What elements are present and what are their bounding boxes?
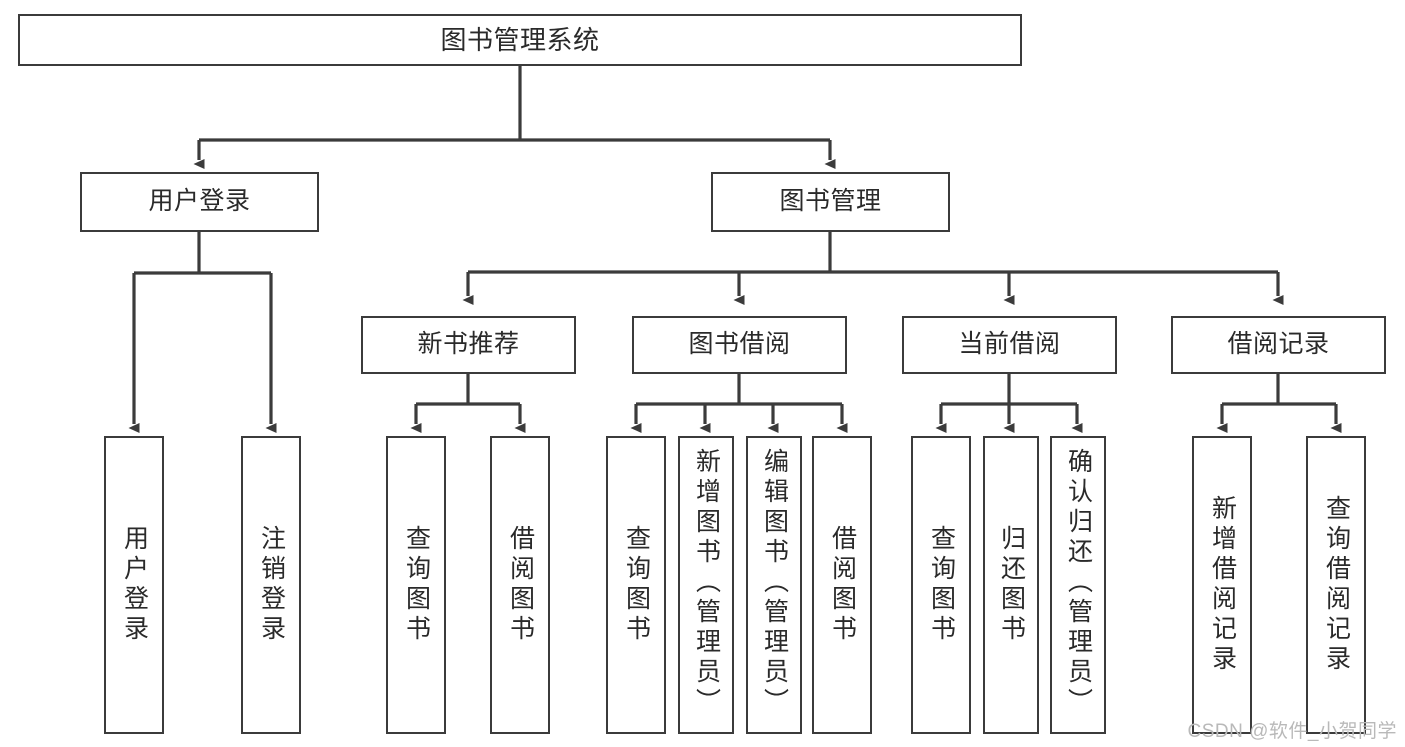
leaf-add-book-admin[interactable]: 新增图书（管理员） [678,436,734,734]
leaf-label: 查询借阅记录 [1322,495,1351,675]
node-label: 图书借阅 [688,330,791,359]
node-current-borrow[interactable]: 当前借阅 [902,316,1117,374]
leaf-label: 借阅图书 [506,525,535,645]
leaf-label: 查询图书 [402,525,431,645]
leaf-label: 编辑图书（管理员） [760,448,789,718]
leaf-label: 归还图书 [997,525,1026,645]
leaf-label: 新增图书（管理员） [692,448,721,718]
csdn-watermark: CSDN @软件_小贺同学 [1187,721,1397,742]
node-label: 用户登录 [148,187,251,216]
leaf-query-book-recommend[interactable]: 查询图书 [386,436,446,734]
leaf-label: 注销登录 [257,525,286,645]
leaf-label: 确认归还（管理员） [1064,448,1093,718]
node-label: 当前借阅 [958,330,1061,359]
node-book-borrow[interactable]: 图书借阅 [632,316,847,374]
node-label: 图书管理 [779,187,882,216]
leaf-confirm-return-admin[interactable]: 确认归还（管理员） [1050,436,1106,734]
node-new-book-recommend[interactable]: 新书推荐 [361,316,576,374]
leaf-label: 查询图书 [927,525,956,645]
node-label: 借阅记录 [1227,330,1330,359]
leaf-label: 用户登录 [120,525,149,645]
leaf-logout-login[interactable]: 注销登录 [241,436,301,734]
leaf-query-borrow-record[interactable]: 查询借阅记录 [1306,436,1366,734]
leaf-add-borrow-record[interactable]: 新增借阅记录 [1192,436,1252,734]
leaf-label: 借阅图书 [828,525,857,645]
leaf-query-book-current[interactable]: 查询图书 [911,436,971,734]
leaf-label: 查询图书 [622,525,651,645]
node-label: 新书推荐 [417,330,520,359]
node-user-login[interactable]: 用户登录 [80,172,319,232]
leaf-edit-book-admin[interactable]: 编辑图书（管理员） [746,436,802,734]
leaf-borrow-book-recommend[interactable]: 借阅图书 [490,436,550,734]
leaf-return-book[interactable]: 归还图书 [983,436,1039,734]
node-book-management[interactable]: 图书管理 [711,172,950,232]
leaf-label: 新增借阅记录 [1208,495,1237,675]
leaf-query-book-borrow[interactable]: 查询图书 [606,436,666,734]
leaf-user-login[interactable]: 用户登录 [104,436,164,734]
leaf-borrow-book-borrow[interactable]: 借阅图书 [812,436,872,734]
node-root-book-management-system[interactable]: 图书管理系统 [18,14,1022,66]
node-borrow-record[interactable]: 借阅记录 [1171,316,1386,374]
node-label: 图书管理系统 [440,24,600,55]
